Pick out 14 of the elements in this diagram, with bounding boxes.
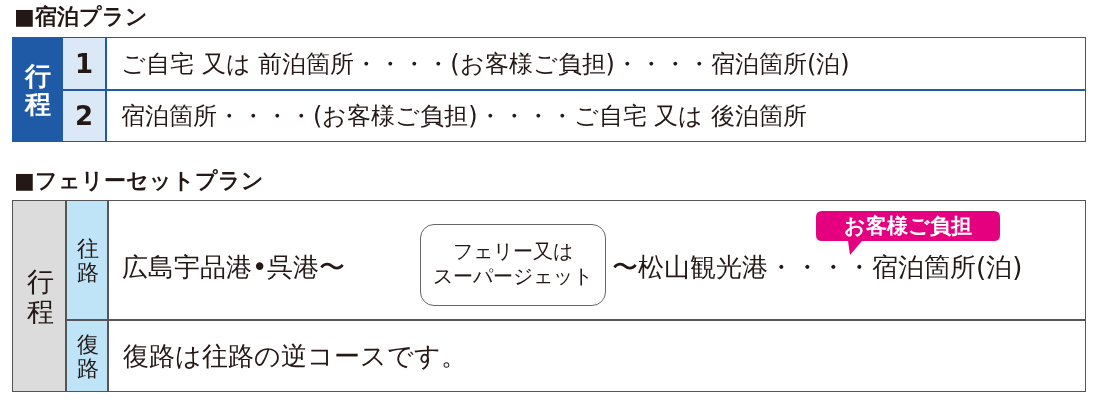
- itinerary-cell: 宿泊箇所・・・・(お客様ご負担)・・・・ご自宅 又は 後泊箇所: [106, 90, 1086, 142]
- itinerary-cell: 復路は往路の逆コースです。: [108, 320, 1086, 392]
- section-heading: ■フェリーセットプラン: [14, 167, 265, 195]
- row-number-cell: 2: [62, 90, 106, 142]
- transport-box: フェリー又は スーパージェット: [420, 224, 606, 306]
- row-header-cell: 復路: [66, 320, 108, 392]
- callout-bubble: お客様ご負担: [816, 211, 1000, 255]
- row-header-cell: 往路: [66, 200, 108, 320]
- row-header-cell: 行程: [12, 200, 66, 392]
- row-header-cell: 行程: [12, 37, 62, 142]
- row-number-cell: 1: [62, 37, 106, 90]
- route-text: 広島宇品港•呉港〜: [122, 251, 347, 284]
- itinerary-cell: ご自宅 又は 前泊箇所・・・・(お客様ご負担)・・・・宿泊箇所(泊): [106, 37, 1086, 90]
- section-heading: ■宿泊プラン: [14, 3, 149, 31]
